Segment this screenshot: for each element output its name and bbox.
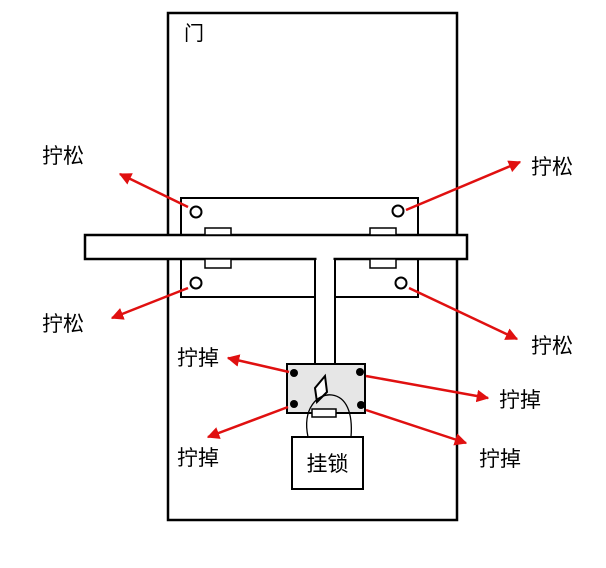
screw-top-right xyxy=(391,204,405,218)
hasp-screw-top-right xyxy=(356,368,364,376)
arrow-loosen-bottom-left xyxy=(110,286,189,320)
padlock-body xyxy=(291,436,364,490)
arrow-remove-top-left xyxy=(226,354,290,374)
screw-top-left xyxy=(189,205,203,219)
bolt-tab-top-left xyxy=(204,227,232,236)
arrow-loosen-top-left xyxy=(118,172,189,209)
bolt-tab-bottom-left xyxy=(204,258,232,269)
hasp-screw-bottom-right xyxy=(357,401,365,409)
padlock-shackle xyxy=(306,394,352,438)
arrow-loosen-top-right xyxy=(405,160,522,212)
label-loosen-top-left: 拧松 xyxy=(42,144,84,168)
arrow-remove-top-right xyxy=(365,374,490,403)
label-remove-top-right: 拧掉 xyxy=(499,388,541,412)
hasp-staple xyxy=(313,373,329,405)
padlock-label: 挂锁 xyxy=(307,452,349,476)
bolt-tab-bottom-right xyxy=(369,258,397,269)
label-remove-bottom-right: 拧掉 xyxy=(479,447,521,471)
screw-bottom-right xyxy=(394,276,408,290)
arrow-loosen-bottom-right xyxy=(408,286,519,341)
arrow-remove-bottom-right xyxy=(365,408,468,446)
latch-crossbar xyxy=(83,233,469,261)
label-remove-top-left: 拧掉 xyxy=(177,346,219,370)
label-loosen-bottom-right: 拧松 xyxy=(531,334,573,358)
arrow-remove-bottom-left xyxy=(206,405,289,439)
hasp-slot xyxy=(311,408,337,418)
latch-stem xyxy=(314,258,336,365)
label-loosen-bottom-left: 拧松 xyxy=(42,312,84,336)
label-loosen-top-right: 拧松 xyxy=(531,155,573,179)
hasp-screw-bottom-left xyxy=(290,400,298,408)
bolt-tab-top-right xyxy=(369,227,397,236)
hasp-screw-top-left xyxy=(290,369,298,377)
stem-cover xyxy=(316,255,334,263)
door-label: 门 xyxy=(184,21,204,45)
screw-bottom-left xyxy=(189,276,203,290)
door-outline xyxy=(166,11,459,522)
label-remove-bottom-left: 拧掉 xyxy=(177,446,219,470)
